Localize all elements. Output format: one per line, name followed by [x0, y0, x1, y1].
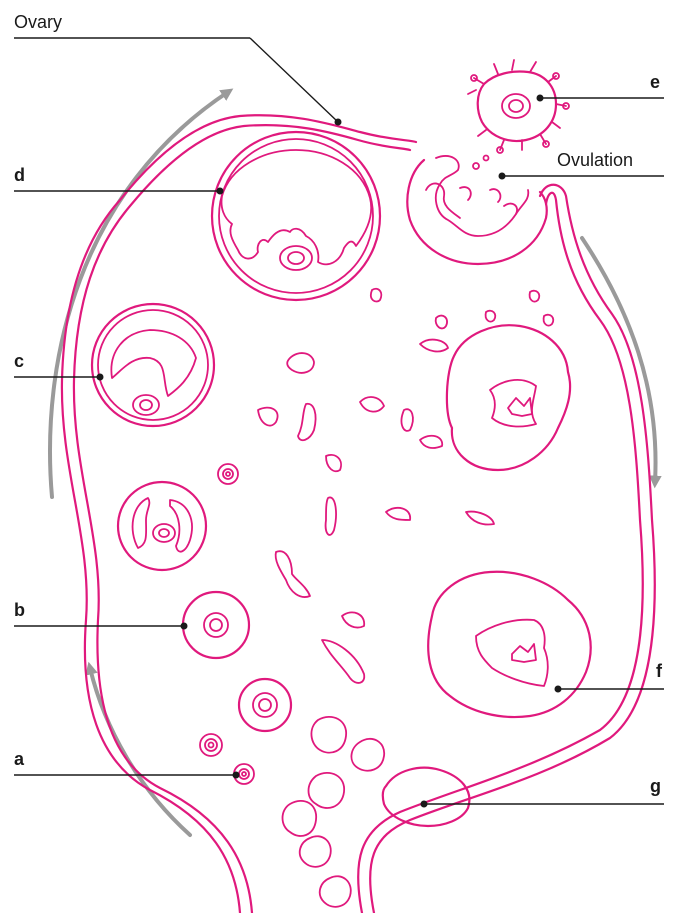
cycle-arrows [50, 92, 656, 835]
label-ovulation: Ovulation [557, 150, 633, 170]
label-f: f [656, 661, 663, 681]
labels: Ovary Ovulation e d c b a f g [14, 12, 663, 796]
label-g: g [650, 776, 661, 796]
stroma-details [258, 289, 553, 683]
follicle-mature [212, 132, 380, 300]
follicle-ruptured [407, 156, 546, 265]
follicle-primordial [200, 464, 254, 784]
follicle-primary [183, 592, 291, 731]
label-a: a [14, 749, 25, 769]
follicle-antral [92, 304, 214, 426]
ovum-released [468, 60, 569, 153]
label-e: e [650, 72, 660, 92]
label-d: d [14, 165, 25, 185]
label-b: b [14, 600, 25, 620]
corpus-albicans [283, 717, 470, 907]
label-ovary: Ovary [14, 12, 62, 32]
follicle-secondary [118, 482, 206, 570]
arrow-left-lower [90, 668, 190, 835]
label-c: c [14, 351, 24, 371]
corpus-luteum-upper [447, 325, 570, 470]
corpus-luteum [428, 572, 590, 717]
